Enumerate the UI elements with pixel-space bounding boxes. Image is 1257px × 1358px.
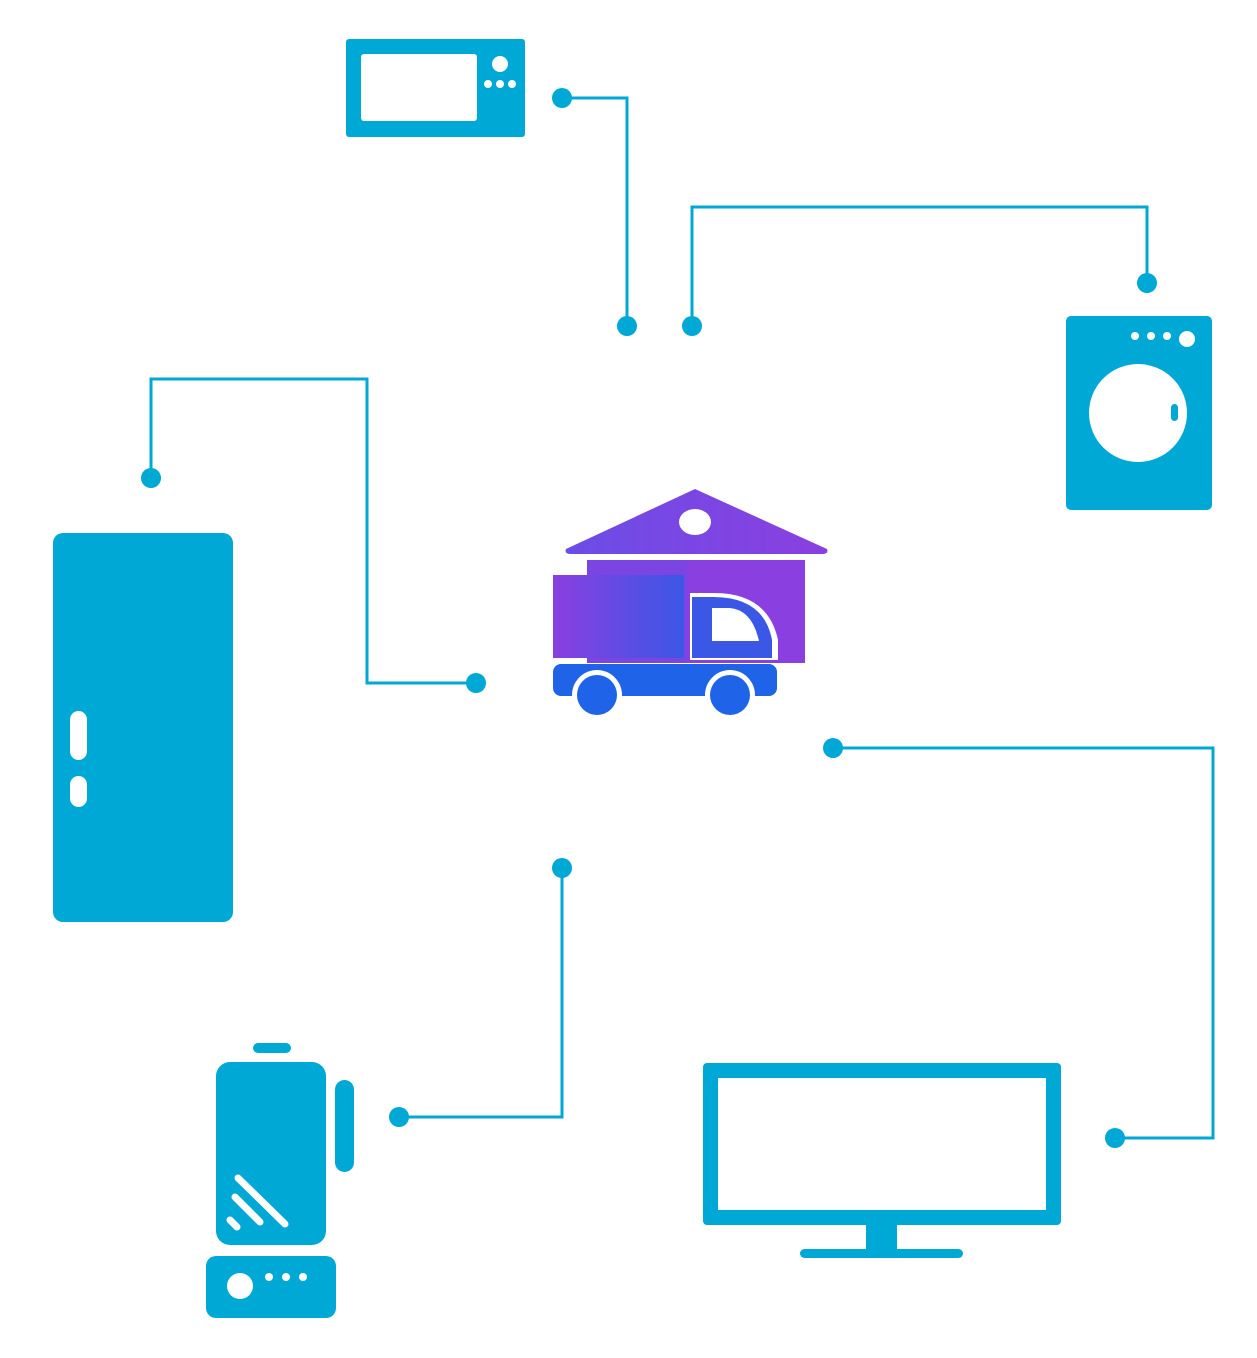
- connector-dot: [1105, 1128, 1125, 1148]
- connector-dot: [823, 738, 843, 758]
- refrigerator-icon: [53, 533, 233, 922]
- connector-dot: [1137, 273, 1157, 293]
- connector-television: [833, 746, 1215, 1140]
- connector-dot: [466, 673, 486, 693]
- television-icon: [703, 1063, 1061, 1258]
- blender-icon: [206, 1043, 354, 1318]
- connectors: [149, 96, 1215, 1140]
- connector-blender: [399, 868, 564, 1119]
- delivery-truck-warehouse-icon: [553, 489, 828, 720]
- connector-refrigerator: [149, 377, 476, 685]
- connector-dots: [141, 88, 1157, 1148]
- connector-dot: [552, 858, 572, 878]
- connector-washing-machine: [690, 205, 1149, 326]
- connector-dot: [141, 468, 161, 488]
- connector-dot: [617, 316, 637, 336]
- connector-dot: [682, 316, 702, 336]
- connector-microwave: [562, 96, 629, 326]
- connector-dot: [552, 88, 572, 108]
- connector-dot: [389, 1107, 409, 1127]
- washing-machine-icon: [1066, 316, 1212, 510]
- microwave-icon: [346, 39, 525, 137]
